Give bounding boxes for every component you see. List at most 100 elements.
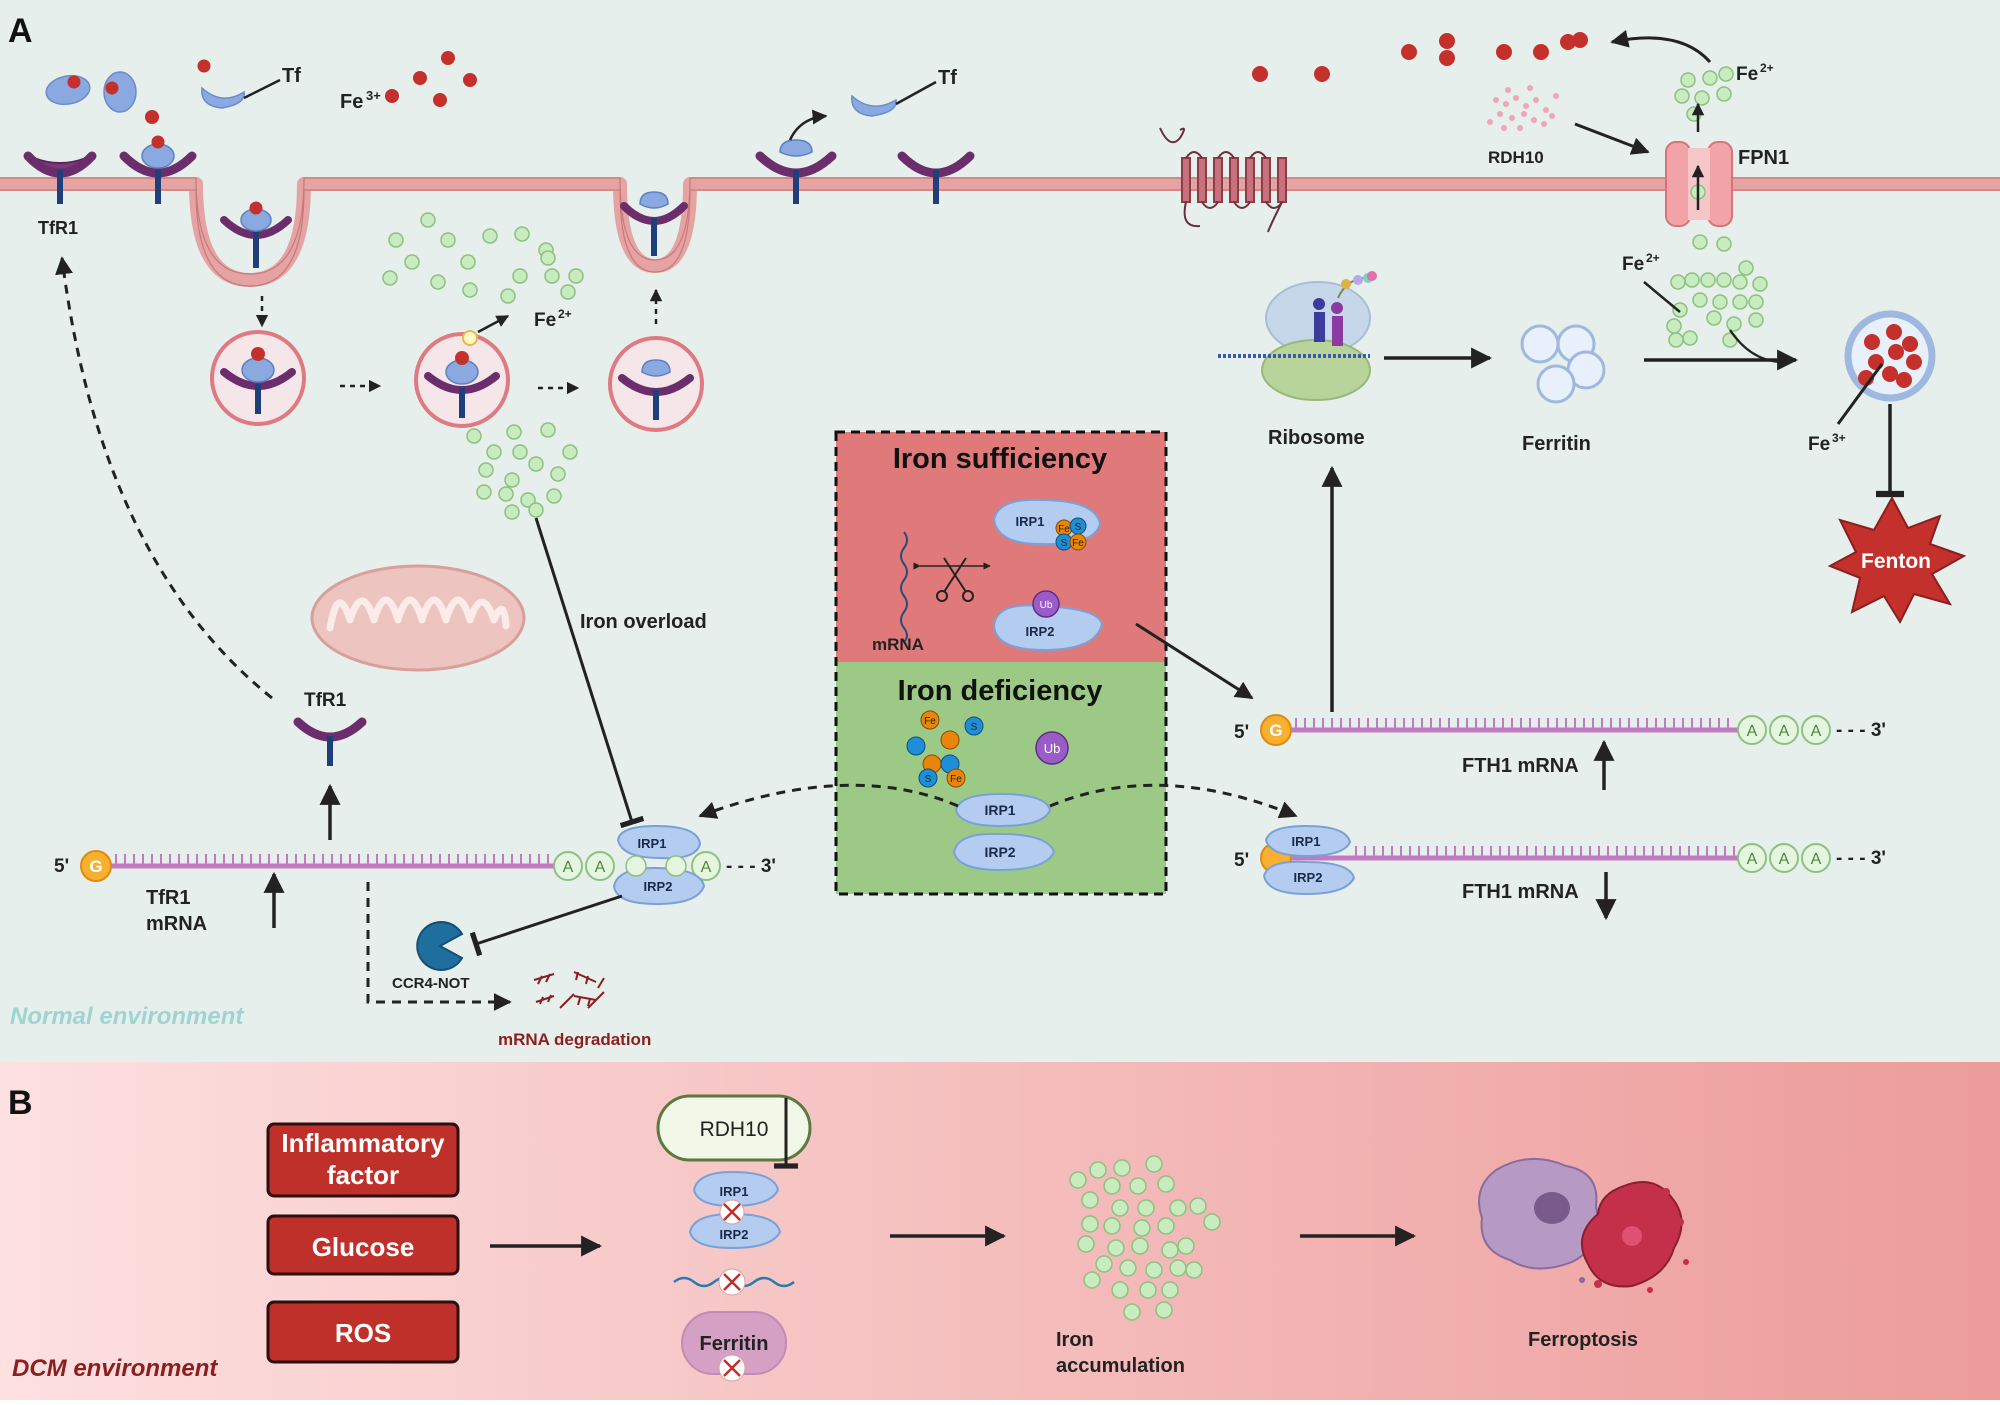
endosome-3 [608,336,704,432]
fenton-burst [1827,495,1967,625]
svg-text:Fe: Fe [1808,434,1830,455]
svg-text:5': 5' [54,856,69,877]
irp1-fes-complex: IRP1 Fe S S Fe [992,498,1102,551]
rdh10-to-fpn1-arrow [1574,122,1650,155]
svg-text:Fe: Fe [1622,254,1644,275]
fth1-mrna-label-lower: FTH1 mRNA [1462,881,1579,903]
ferroptotic-cell [1478,1157,1689,1293]
svg-text:G: G [89,857,102,876]
svg-text:IRP1: IRP1 [638,836,667,851]
svg-text:Fe: Fe [1072,538,1084,549]
tf-label-left: Tf [282,65,301,87]
transmembrane-receptor [1159,127,1287,233]
svg-text:IRP1: IRP1 [984,802,1015,818]
mitochondrion [310,564,526,672]
ferric-iron-dots-top-right [1252,32,1588,82]
fe3-ferritin-pointer [1836,363,1884,425]
tfr1-mrna: 5' G A A A - - - 3' [54,850,776,882]
ferritin-icon [1520,324,1606,404]
svg-text:Fe: Fe [1058,524,1070,535]
svg-text:Fe: Fe [924,716,936,727]
iron-sufficiency-title: Iron sufficiency [893,443,1107,475]
svg-text:Fe: Fe [1736,64,1758,85]
tfr1-cyto-receptor: TfR1 [293,690,367,766]
mrna-degradation-path [366,882,512,1011]
iron-overload-label: Iron overload [580,611,707,633]
svg-text:A: A [1811,723,1822,740]
svg-text:accumulation: accumulation [1056,1355,1185,1377]
svg-text:IRP1: IRP1 [720,1184,749,1199]
fpn1-channel [1665,141,1733,227]
svg-text:A: A [1811,851,1822,868]
transferrin-top-left [197,59,281,109]
ccr4-not-label: CCR4-NOT [392,975,470,992]
tfr1-receptor-2 [119,135,197,204]
svg-text:IRP2: IRP2 [720,1227,749,1242]
tfr1-receptor-pit-1 [220,201,292,268]
tf-release-arrow [788,109,828,141]
rdh10-pill: RDH10 [656,1094,812,1169]
svg-text:Fe: Fe [950,774,962,785]
tfr1-membrane-label: TfR1 [38,218,78,238]
ferritin-pill-dcm: Ferritin [681,1311,787,1382]
panel-a-letter: A [8,12,33,50]
mrna-dcm-blocked [673,1268,795,1296]
endosome-1 [210,330,306,426]
irp-complex-dcm: IRP1 IRP2 [688,1170,782,1250]
svg-text:RDH10: RDH10 [700,1118,769,1141]
svg-text:IRP1: IRP1 [1016,514,1045,529]
transferrin-top-mid [851,80,937,117]
deficiency-to-tfr1-arrow [698,783,959,819]
tfr1-receptor-1 [23,151,97,204]
sufficiency-to-fth1-arrow [1135,622,1254,700]
rdh10-label: RDH10 [1488,148,1544,167]
svg-text:A: A [1779,851,1790,868]
svg-text:S: S [971,722,978,733]
fth1-mrna-upper: 5' G A A A - - - 3' [1234,714,1886,746]
efflux-curved-arrow [1610,29,1712,63]
mrna-squiggle [900,531,908,643]
svg-text:- - - 3': - - - 3' [1836,848,1886,869]
fpn1-label: FPN1 [1738,147,1789,169]
svg-text:Fe: Fe [534,310,556,331]
tfr1-receptor-pit-2 [620,191,688,256]
normal-environment-label: Normal environment [10,1003,244,1030]
svg-text:2+: 2+ [1646,251,1660,265]
deficiency-to-fth1-arrow [1049,783,1298,819]
svg-text:A: A [701,859,712,876]
ferroptosis-label: Ferroptosis [1528,1329,1638,1351]
cell-membrane [0,177,2000,287]
irp-inhibits-ccr4-not [469,894,623,957]
svg-text:IRP1: IRP1 [1292,834,1321,849]
svg-text:Ub: Ub [1044,741,1061,756]
iron-overload-inhibition [534,517,645,829]
tfr1-receptor-3 [755,139,837,204]
tf-label-mid: Tf [938,67,957,89]
fe2-cyto-pointer [1643,281,1681,313]
svg-text:IRP2: IRP2 [1294,870,1323,885]
factor-box-glucose: Glucose [266,1214,460,1276]
svg-text:S: S [925,774,932,785]
fe3-ferritin-label: Fe 3+ [1808,431,1846,455]
ferric-iron-dots-top [385,51,477,107]
svg-text:Iron: Iron [1056,1329,1094,1351]
panel-b-letter: B [8,1084,33,1122]
fe2-cyto-dots [1666,234,1768,348]
fe2-dots-endosome-top [382,212,584,304]
fe3-label-top: Fe 3+ [340,88,381,113]
svg-text:- - - 3': - - - 3' [1836,720,1886,741]
irp-complex-tfr1: IRP1 IRP2 [612,824,706,906]
svg-text:3+: 3+ [366,88,381,103]
svg-text:Glucose: Glucose [312,1232,415,1262]
ribosome-label: Ribosome [1268,427,1365,449]
tfr1-recycling-dashed-arrow [55,256,273,700]
svg-text:A: A [595,859,606,876]
ccr4-not-enzyme [416,921,464,971]
iron-deficiency-title: Iron deficiency [898,675,1103,707]
svg-text:IRP2: IRP2 [1026,624,1055,639]
fth1-mrna-label-upper: FTH1 mRNA [1462,755,1579,777]
svg-text:Ub: Ub [1040,600,1053,611]
